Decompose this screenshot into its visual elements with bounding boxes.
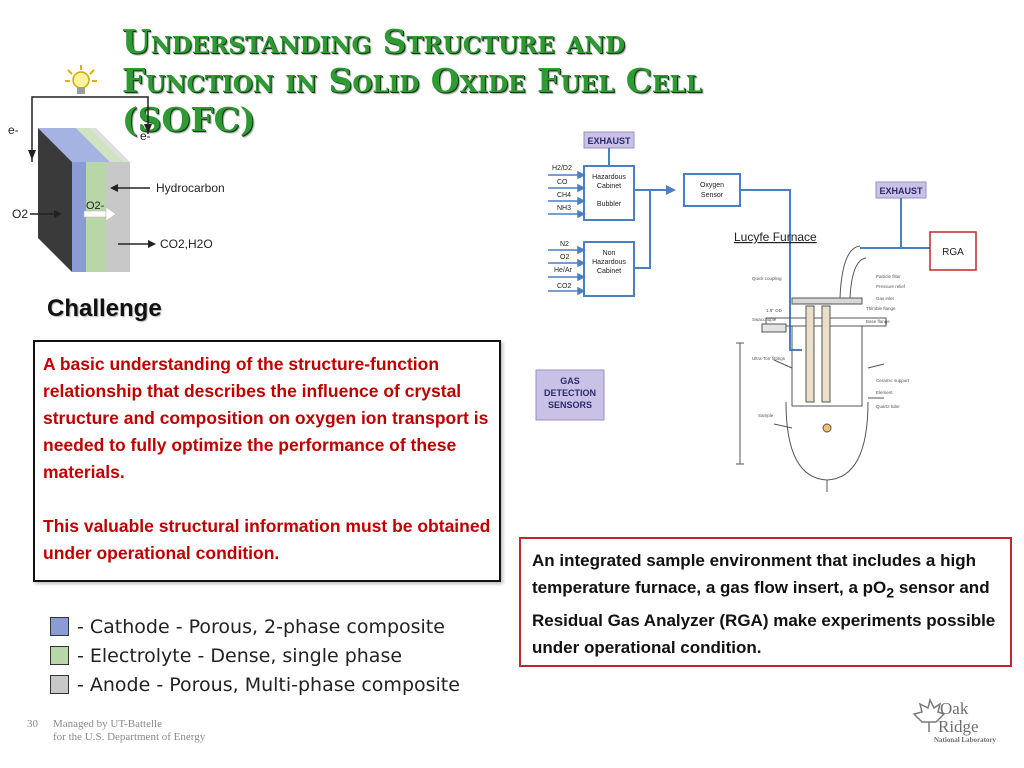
svg-text:Quick coupling: Quick coupling <box>752 276 782 281</box>
svg-text:Pressure relief: Pressure relief <box>876 284 906 289</box>
challenge-paragraph-1: A basic understanding of the structure-f… <box>43 354 489 482</box>
svg-text:Element: Element <box>876 390 893 395</box>
info-box: An integrated sample environment that in… <box>519 537 1012 667</box>
gas-label: CO <box>557 179 568 186</box>
products-label: CO2,H2O <box>160 237 213 251</box>
title-line-2: Function in Solid Oxide Fuel Cell <box>122 61 702 100</box>
footer-line-2: for the U.S. Department of Energy <box>53 731 206 743</box>
cathode-swatch <box>50 617 69 636</box>
leaf-icon <box>912 697 946 732</box>
gas-label: CH4 <box>557 192 571 199</box>
svg-text:Swaccouple: Swaccouple <box>752 317 777 322</box>
hydrocarbon-label: Hydrocarbon <box>156 181 225 195</box>
svg-text:Ceramic support: Ceramic support <box>876 378 910 383</box>
info-text: An integrated sample environment that in… <box>532 547 1002 661</box>
svg-text:Sample: Sample <box>758 413 774 418</box>
rga-label: RGA <box>942 247 964 258</box>
challenge-paragraph-2: This valuable structural information mus… <box>43 516 491 563</box>
cathode-layer <box>72 162 86 272</box>
gas-label: O2 <box>560 254 569 261</box>
exhaust-top-label: EXHAUST <box>587 136 631 146</box>
furnace-drawing <box>736 245 887 492</box>
gas-label: He/Ar <box>554 267 573 274</box>
title-line-1: Understanding Structure and <box>122 22 626 61</box>
logo-line-2: Ridge <box>938 717 979 736</box>
legend-item-electrolyte: - Electrolyte - Dense, single phase <box>50 641 460 670</box>
nonhazardous-gas-inputs: N2 O2 He/Ar CO2 <box>548 241 586 296</box>
gas-detection-box <box>535 369 605 421</box>
sofc-cell-diagram: e- e- O2 O2- Hydrocarbon CO2,H2O <box>8 96 225 272</box>
svg-text:Base flange: Base flange <box>866 319 890 324</box>
logo-line-3: National Laboratory <box>934 736 997 744</box>
anode-swatch <box>50 675 69 694</box>
legend-text: - Cathode - Porous, 2-phase composite <box>77 615 445 638</box>
challenge-heading: Challenge <box>47 295 162 322</box>
legend-item-anode: - Anode - Porous, Multi-phase composite <box>50 670 460 699</box>
svg-text:1.5" OD: 1.5" OD <box>766 308 783 313</box>
svg-text:Gas inlet: Gas inlet <box>876 296 895 301</box>
anode-top <box>90 128 130 162</box>
info-text-part-1: An integrated sample environment that in… <box>532 551 976 597</box>
oxygen-sensor-box <box>683 173 741 207</box>
gas-label: H2/D2 <box>552 165 572 172</box>
challenge-box: A basic understanding of the structure-f… <box>33 340 501 582</box>
bubbler-label: Bubbler <box>597 201 622 208</box>
svg-text:Thimble flange: Thimble flange <box>866 306 896 311</box>
svg-text:Quartz tube: Quartz tube <box>876 404 900 409</box>
gas-label: CO2 <box>557 283 572 290</box>
footer-line-1: Managed by UT-Battelle <box>53 718 162 730</box>
light-bulb-icon <box>65 65 97 94</box>
rga-box <box>929 231 977 271</box>
slide-title: Understanding Structure and Function in … <box>122 22 922 139</box>
info-text-part-2: sensor and Residual Gas Analyzer (RGA) m… <box>532 578 996 658</box>
info-subscript: 2 <box>886 585 895 602</box>
legend-item-cathode: - Cathode - Porous, 2-phase composite <box>50 612 460 641</box>
legend-text: - Electrolyte - Dense, single phase <box>77 644 403 667</box>
electron-left-label: e- <box>8 123 19 137</box>
title-line-3: (SOFC) <box>122 100 256 139</box>
svg-text:Ultra-Torr fittings: Ultra-Torr fittings <box>752 356 786 361</box>
electrolyte-swatch <box>50 646 69 665</box>
gas-label: NH3 <box>557 205 571 212</box>
non-hazardous-cabinet <box>583 241 635 297</box>
hazardous-cabinet <box>583 165 635 221</box>
footer-text: Managed by UT-Battelle for the U.S. Depa… <box>53 718 205 744</box>
exhaust-right-label: EXHAUST <box>879 186 923 196</box>
furnace-annotations: Quick coupling 1.5" OD Swaccouple Ultra-… <box>752 274 910 418</box>
electron-right-label: e- <box>140 129 151 143</box>
cell-side-face <box>38 128 72 272</box>
layer-legend: - Cathode - Porous, 2-phase composite - … <box>50 612 460 699</box>
page-number: 30 <box>27 718 38 730</box>
ion-label: O2- <box>86 200 105 212</box>
cathode-top <box>38 128 110 162</box>
hazardous-gas-inputs: H2/D2 CO CH4 NH3 <box>548 165 586 219</box>
logo-line-1: Oak <box>940 699 969 718</box>
electrolyte-top <box>76 128 124 162</box>
legend-text: - Anode - Porous, Multi-phase composite <box>77 673 460 696</box>
o2-label: O2 <box>12 207 28 221</box>
furnace-title: Lucyfe Furnace <box>734 230 817 244</box>
svg-text:Particle filter: Particle filter <box>876 274 901 279</box>
gas-label: N2 <box>560 241 569 248</box>
ornl-logo: Oak Ridge National Laboratory <box>912 697 997 744</box>
